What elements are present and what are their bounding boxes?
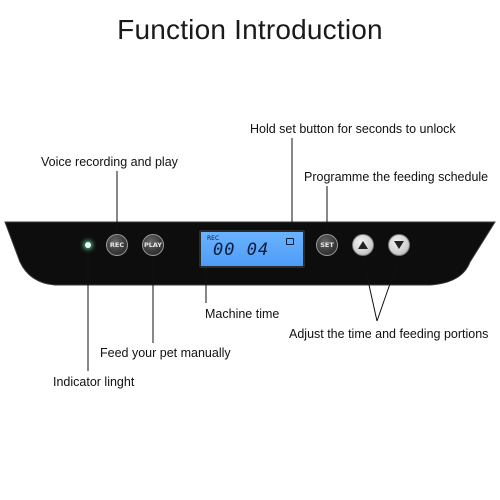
callout-adjust: Adjust the time and feeding portions xyxy=(289,327,489,341)
up-button[interactable] xyxy=(352,234,374,256)
callout-voice: Voice recording and play xyxy=(41,155,178,169)
line-adjust-up xyxy=(362,257,378,322)
callout-unlock: Hold set button for seconds to unlock xyxy=(250,122,456,136)
indicator-light xyxy=(85,242,91,248)
page-title: Function Introduction xyxy=(117,14,383,45)
down-button[interactable] xyxy=(388,234,410,256)
lock-icon xyxy=(286,238,294,245)
set-button[interactable]: SET xyxy=(316,234,338,256)
callout-feed: Feed your pet manually xyxy=(100,346,231,360)
line-adjust-down xyxy=(376,257,400,322)
arrow-down-icon xyxy=(394,241,404,249)
callout-machine-time: Machine time xyxy=(205,307,280,321)
callout-schedule: Programme the feeding schedule xyxy=(304,170,489,184)
callout-indicator: Indicator linght xyxy=(53,375,135,389)
arrow-up-icon xyxy=(358,241,368,249)
lcd-time-readout: 00 04 xyxy=(213,240,270,260)
play-button[interactable]: PLAY xyxy=(142,234,164,256)
lcd-rec-indicator: REC xyxy=(207,235,220,242)
lcd-display: REC 00 04 xyxy=(199,230,305,268)
rec-button[interactable]: REC xyxy=(106,234,128,256)
